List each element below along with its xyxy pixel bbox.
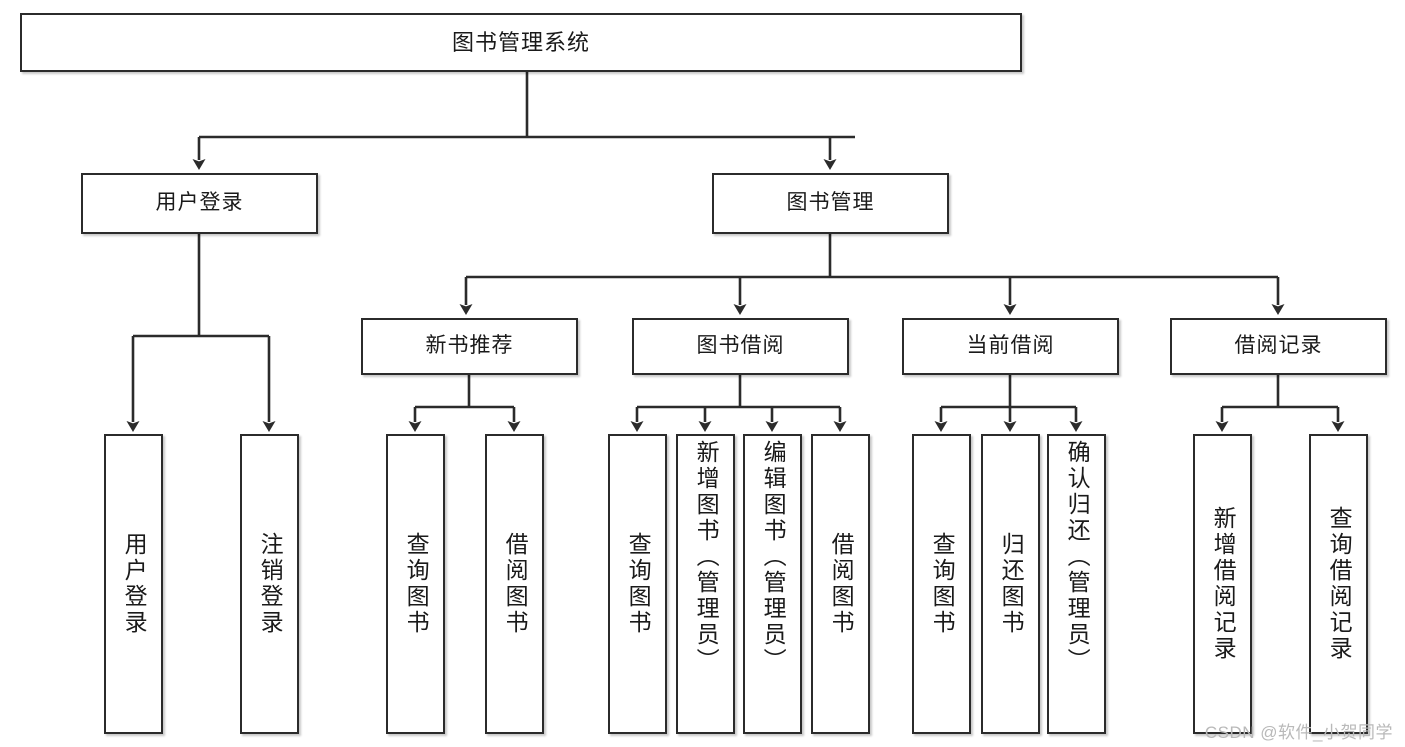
node-leaf-confirm-return-label: 确认归还（管理员）: [1064, 440, 1091, 674]
node-leaf-query-book-1[interactable]: 查询图书: [386, 434, 445, 734]
node-book-borrow-label: 图书借阅: [696, 334, 785, 358]
node-leaf-query-book-2-label: 查询图书: [625, 532, 652, 636]
node-leaf-logout-label: 注销登录: [257, 532, 284, 636]
node-leaf-query-record[interactable]: 查询借阅记录: [1309, 434, 1368, 734]
node-leaf-return-book[interactable]: 归还图书: [981, 434, 1040, 734]
node-leaf-logout[interactable]: 注销登录: [240, 434, 299, 734]
node-leaf-user-login[interactable]: 用户登录: [104, 434, 163, 734]
node-new-book-rec[interactable]: 新书推荐: [361, 318, 578, 375]
node-current-borrow-label: 当前借阅: [966, 334, 1055, 358]
node-leaf-borrow-book-2-label: 借阅图书: [828, 532, 855, 636]
node-leaf-query-book-3-label: 查询图书: [929, 532, 956, 636]
node-leaf-return-book-label: 归还图书: [998, 532, 1025, 636]
node-leaf-user-login-label: 用户登录: [121, 532, 148, 636]
node-borrow-record-label: 借阅记录: [1234, 334, 1323, 358]
node-leaf-borrow-book-1-label: 借阅图书: [502, 532, 529, 636]
node-leaf-query-book-2[interactable]: 查询图书: [608, 434, 667, 734]
node-book-manage-label: 图书管理: [786, 191, 875, 215]
node-book-manage[interactable]: 图书管理: [712, 173, 949, 234]
node-new-book-rec-label: 新书推荐: [425, 334, 514, 358]
node-leaf-query-record-label: 查询借阅记录: [1326, 506, 1353, 662]
node-root[interactable]: 图书管理系统: [20, 13, 1022, 72]
node-leaf-add-record-label: 新增借阅记录: [1210, 506, 1237, 662]
node-user-login[interactable]: 用户登录: [81, 173, 318, 234]
node-book-borrow[interactable]: 图书借阅: [632, 318, 849, 375]
node-leaf-query-book-1-label: 查询图书: [403, 532, 430, 636]
node-leaf-borrow-book-2[interactable]: 借阅图书: [811, 434, 870, 734]
node-leaf-edit-book-label: 编辑图书（管理员）: [760, 440, 787, 674]
node-leaf-edit-book[interactable]: 编辑图书（管理员）: [743, 434, 802, 734]
node-current-borrow[interactable]: 当前借阅: [902, 318, 1119, 375]
node-leaf-add-book[interactable]: 新增图书（管理员）: [676, 434, 735, 734]
node-borrow-record[interactable]: 借阅记录: [1170, 318, 1387, 375]
node-leaf-confirm-return[interactable]: 确认归还（管理员）: [1047, 434, 1106, 734]
node-leaf-add-book-label: 新增图书（管理员）: [693, 440, 720, 674]
node-leaf-query-book-3[interactable]: 查询图书: [912, 434, 971, 734]
node-user-login-label: 用户登录: [155, 191, 244, 215]
node-leaf-borrow-book-1[interactable]: 借阅图书: [485, 434, 544, 734]
node-root-label: 图书管理系统: [451, 29, 590, 55]
node-leaf-add-record[interactable]: 新增借阅记录: [1193, 434, 1252, 734]
